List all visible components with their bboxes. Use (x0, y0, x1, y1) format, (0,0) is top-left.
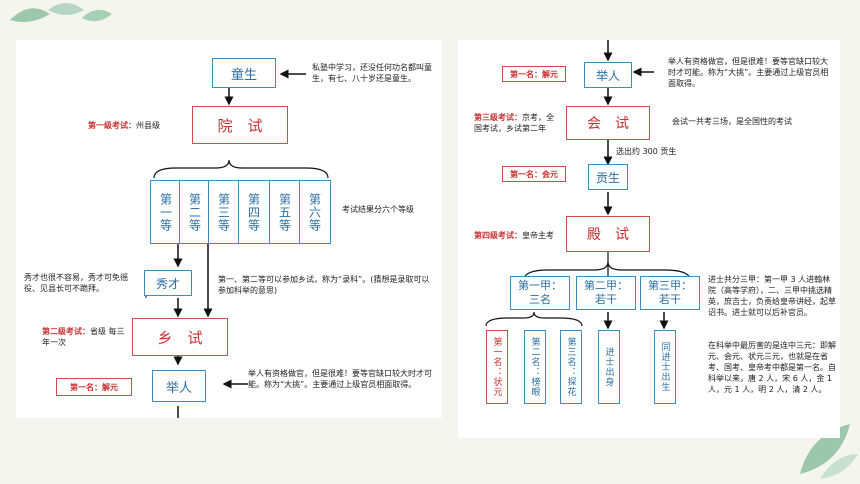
right-connector-lines (485, 40, 691, 330)
juren-box-right: 举人 (584, 62, 632, 88)
tongsheng-box: 童生 (212, 58, 276, 88)
xiucai-note: 秀才也很不容易，秀才可免徭役、见县长可不跪拜。 (24, 273, 128, 293)
select-note: 选出约 300 贡生 (616, 147, 677, 156)
jia2-box: 第二甲：若干 (576, 276, 636, 310)
level2-label: 第二级考试：省级 每三年一次 (42, 327, 125, 347)
leaf-tongjinshi: 同进士出生 (654, 330, 676, 404)
gongsheng-box: 贡生 (588, 164, 628, 190)
left-diagram-panel: 童生 私塾中学习，还没任何功名都叫童生，有七、八十岁还是童生。 院 试 第一级考… (16, 40, 442, 418)
level4-label: 第四级考试：皇帝主考 (474, 231, 554, 240)
grade-box-5: 第五等 (269, 180, 301, 244)
grade-box-1: 第一等 (150, 180, 182, 244)
grade-box-3: 第三等 (208, 180, 240, 244)
jia-note: 进士共分三甲：第一甲 3 人进翰林院（高等学府），二、三甲中挑选精英，庶吉士，负… (708, 275, 836, 317)
leaf-tanhua: 第三名：探花 (560, 330, 582, 404)
grades-note: 考试结果分六个等级 (342, 205, 414, 214)
xiangshi-box: 乡 试 (132, 318, 228, 356)
level1-label: 第一级考试：州县级 (88, 121, 160, 130)
huishi-note: 会试一共考三场，是全国性的考试 (672, 117, 792, 126)
grade-box-2: 第二等 (179, 180, 211, 244)
right-diagram-panel: 第一名：解元 举人 举人有资格做官，但是很难！要等官缺口较大时才可能。称为“大挑… (458, 40, 840, 438)
grade12-note: 第一、第二等可以参加乡试，称为“录科”。(猜想是录取可以参加科举的意思) (218, 275, 430, 295)
leaf-bangyan: 第二名：榜眼 (524, 330, 546, 404)
first1-label-box: 第一名：解元 (56, 378, 132, 396)
grade-box-6: 第六等 (299, 180, 331, 244)
first2-label-box: 第一名：会元 (502, 166, 566, 182)
leaf-zhuangyuan: 第一名：状元 (486, 330, 508, 404)
jia1-box: 第一甲：三名 (510, 276, 570, 310)
first1-label-box-right: 第一名：解元 (502, 66, 566, 82)
jia3-box: 第三甲：若干 (640, 276, 700, 310)
huishi-box: 会 试 (566, 106, 650, 140)
tongsheng-note: 私塾中学习，还没任何功名都叫童生，有七、八十岁还是童生。 (312, 63, 432, 83)
juren-note-right: 举人有资格做官，但是很难！要等官缺口较大时才可能。称为“大挑”。主要通过上级官员… (668, 57, 829, 88)
leaf-jinshi: 进士出身 (598, 330, 620, 404)
xiucai-box: 秀才 (144, 270, 192, 296)
yuanshi-box: 院 试 (192, 106, 288, 144)
juren-box: 举人 (152, 370, 206, 402)
leaf-decoration-icon (10, 3, 112, 22)
grade-box-4: 第四等 (238, 180, 270, 244)
juren-note: 举人有资格做官，但是很难！要等官缺口较大时才可能。称为“大挑”。主要通过上级官员… (248, 369, 432, 389)
sanyuan-note: 在科举中最厉害的是连中三元：即解元、会元、状元三元，也就是在省考、国考、皇帝考中… (708, 341, 836, 394)
level3-label: 第三级考试：京考，全国考试，乡试第二年 (474, 113, 554, 133)
dianshi-box: 殿 试 (566, 216, 650, 252)
